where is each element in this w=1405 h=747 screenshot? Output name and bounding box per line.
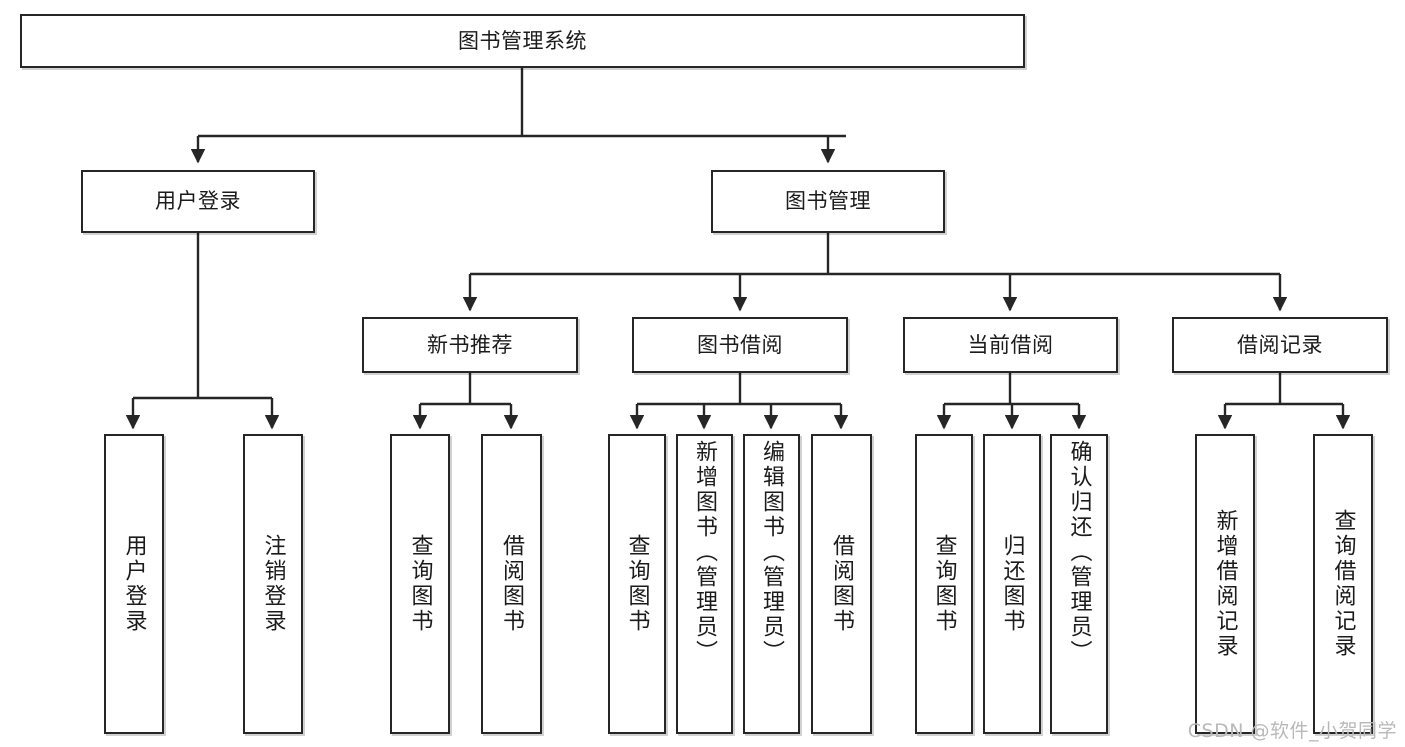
node-borrow-record-label: 借阅记录 (1237, 332, 1323, 357)
leaf-borrow-book-2[interactable]: 借阅图书 (811, 434, 872, 734)
node-user-login[interactable]: 用户登录 (81, 170, 315, 233)
leaf-query-book-1[interactable]: 查询图书 (390, 434, 450, 734)
leaf-return-book-label: 归还图书 (999, 534, 1025, 634)
leaf-edit-book-label: 编辑图书（管理员） (759, 440, 785, 665)
leaf-add-book[interactable]: 新增图书（管理员） (676, 434, 733, 734)
leaf-add-record-label: 新增借阅记录 (1212, 509, 1238, 659)
leaf-query-record-label: 查询借阅记录 (1330, 509, 1356, 659)
leaf-query-book-2[interactable]: 查询图书 (608, 434, 666, 734)
leaf-edit-book[interactable]: 编辑图书（管理员） (743, 434, 800, 734)
leaf-borrow-book-1-label: 借阅图书 (499, 534, 525, 634)
node-new-book-rec[interactable]: 新书推荐 (362, 317, 578, 373)
leaf-add-record[interactable]: 新增借阅记录 (1195, 434, 1255, 734)
node-root[interactable]: 图书管理系统 (20, 14, 1025, 68)
node-new-book-rec-label: 新书推荐 (427, 332, 513, 357)
node-user-login-label: 用户登录 (155, 189, 241, 214)
leaf-query-book-3[interactable]: 查询图书 (915, 434, 973, 734)
leaf-borrow-book-2-label: 借阅图书 (829, 534, 855, 634)
leaf-user-login-label: 用户登录 (121, 534, 147, 634)
node-current-borrow-label: 当前借阅 (967, 332, 1054, 357)
leaf-return-book[interactable]: 归还图书 (983, 434, 1041, 734)
leaf-query-record[interactable]: 查询借阅记录 (1313, 434, 1373, 734)
leaf-query-book-1-label: 查询图书 (407, 534, 433, 634)
leaf-query-book-3-label: 查询图书 (931, 534, 957, 634)
node-current-borrow[interactable]: 当前借阅 (903, 317, 1118, 373)
leaf-confirm-return-label: 确认归还（管理员） (1066, 440, 1092, 665)
leaf-borrow-book-1[interactable]: 借阅图书 (481, 434, 542, 734)
node-book-manage[interactable]: 图书管理 (711, 170, 945, 233)
leaf-confirm-return[interactable]: 确认归还（管理员） (1050, 434, 1108, 734)
leaf-add-book-label: 新增图书（管理员） (692, 440, 718, 665)
node-book-manage-label: 图书管理 (785, 189, 871, 214)
node-root-label: 图书管理系统 (458, 28, 587, 53)
leaf-logout[interactable]: 注销登录 (243, 434, 303, 734)
leaf-query-book-2-label: 查询图书 (624, 534, 650, 634)
leaf-logout-label: 注销登录 (260, 534, 286, 634)
leaf-user-login[interactable]: 用户登录 (104, 434, 164, 734)
node-borrow-record[interactable]: 借阅记录 (1172, 317, 1388, 373)
node-book-borrow[interactable]: 图书借阅 (632, 317, 848, 373)
node-book-borrow-label: 图书借阅 (697, 332, 783, 357)
